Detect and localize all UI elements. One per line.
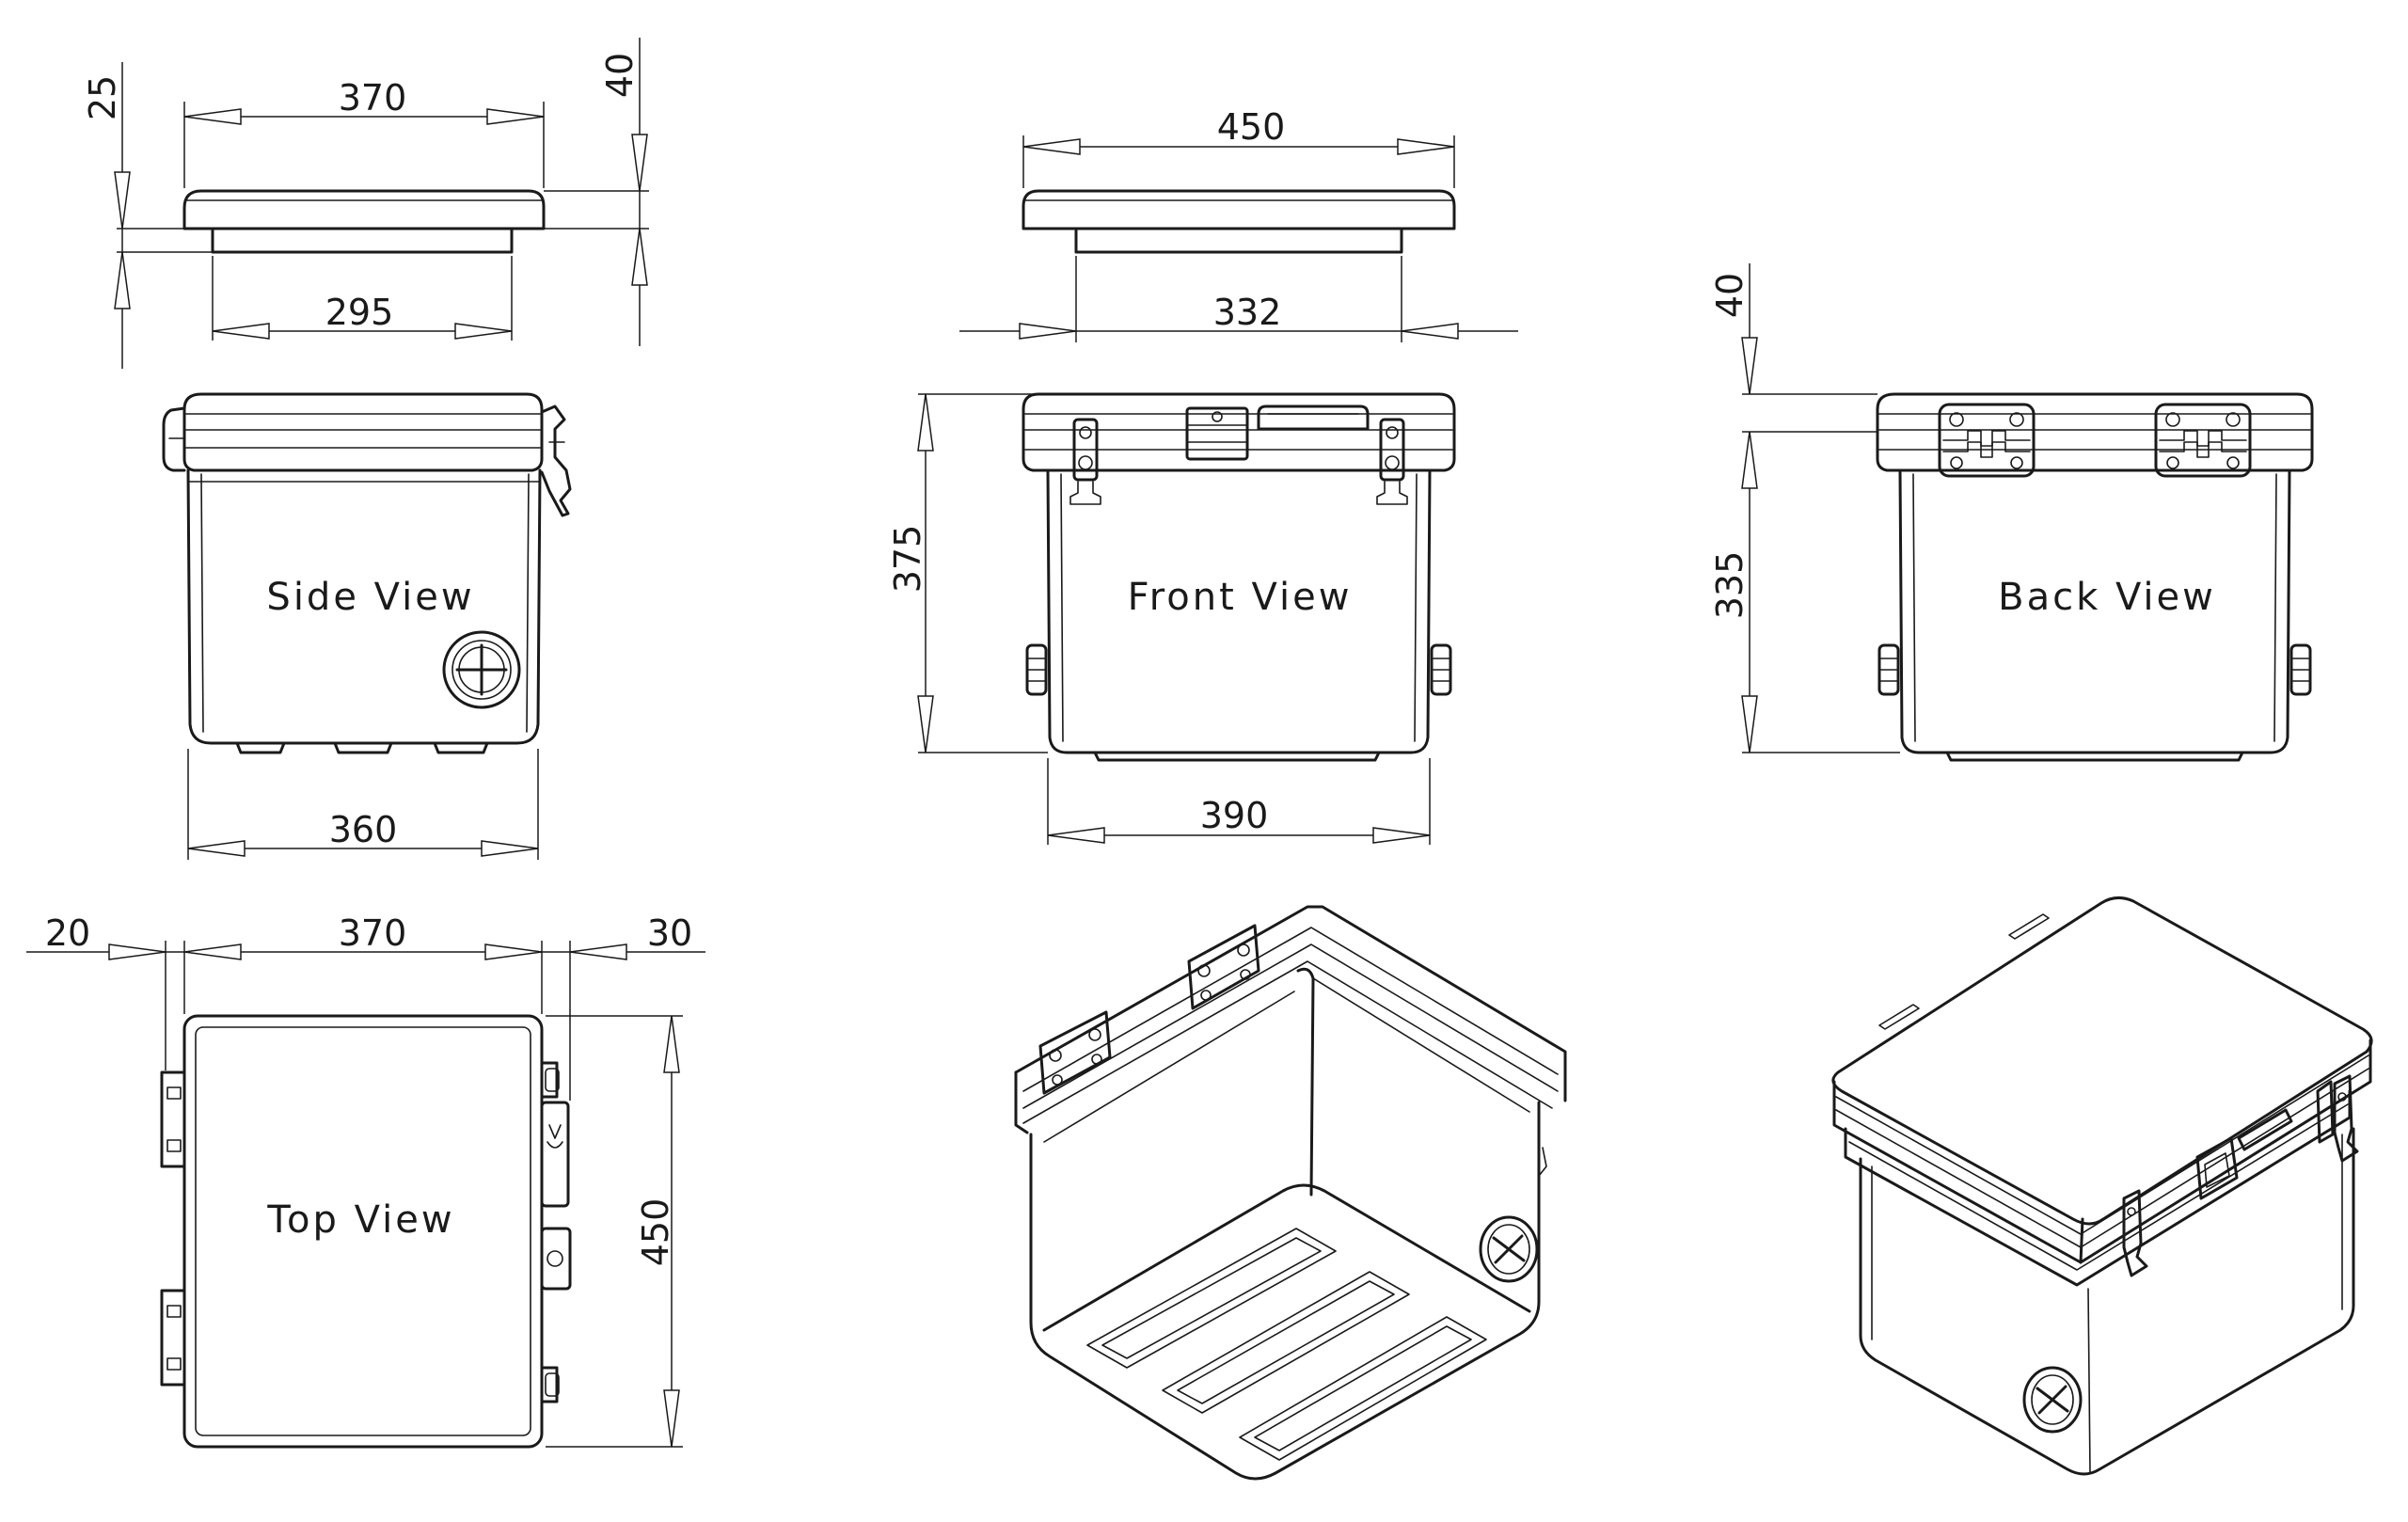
iso-top-view [1831,896,2373,1476]
front-view: Front View 375 390 [887,392,1456,845]
dim-top-right-offset: 30 [647,912,692,954]
lid-side-drawing: 370 295 25 40 [82,38,649,369]
front-view-label: Front View [1128,576,1353,619]
lid-front-drawing: 450 332 [959,106,1518,342]
dim-side-base-width: 360 [329,809,398,850]
top-view-label: Top View [266,1198,454,1242]
dim-front-height: 375 [887,525,928,594]
dim-lid-side-height: 25 [82,75,123,120]
side-view-label: Side View [266,576,474,619]
dim-lid-side-total-height: 40 [599,53,641,98]
dim-back-lid-height: 40 [1709,273,1751,318]
dim-back-body-height: 335 [1709,551,1751,620]
iso-bottom-view [1014,905,1567,1481]
top-view: Top View 20 370 30 450 [26,912,705,1449]
dim-top-width: 370 [339,912,407,954]
dim-lid-front-inner-width: 332 [1213,292,1282,333]
dim-top-depth: 450 [635,1198,676,1267]
side-view: Side View 360 [162,392,572,860]
back-view: Back View 40 335 [1709,263,2314,762]
dim-lid-front-width: 450 [1217,106,1286,148]
dim-lid-side-width: 370 [339,77,407,119]
dim-lid-side-inner-width: 295 [325,292,394,333]
dim-top-left-offset: 20 [45,912,90,954]
back-view-label: Back View [1998,576,2216,619]
dim-front-base-width: 390 [1200,795,1269,836]
